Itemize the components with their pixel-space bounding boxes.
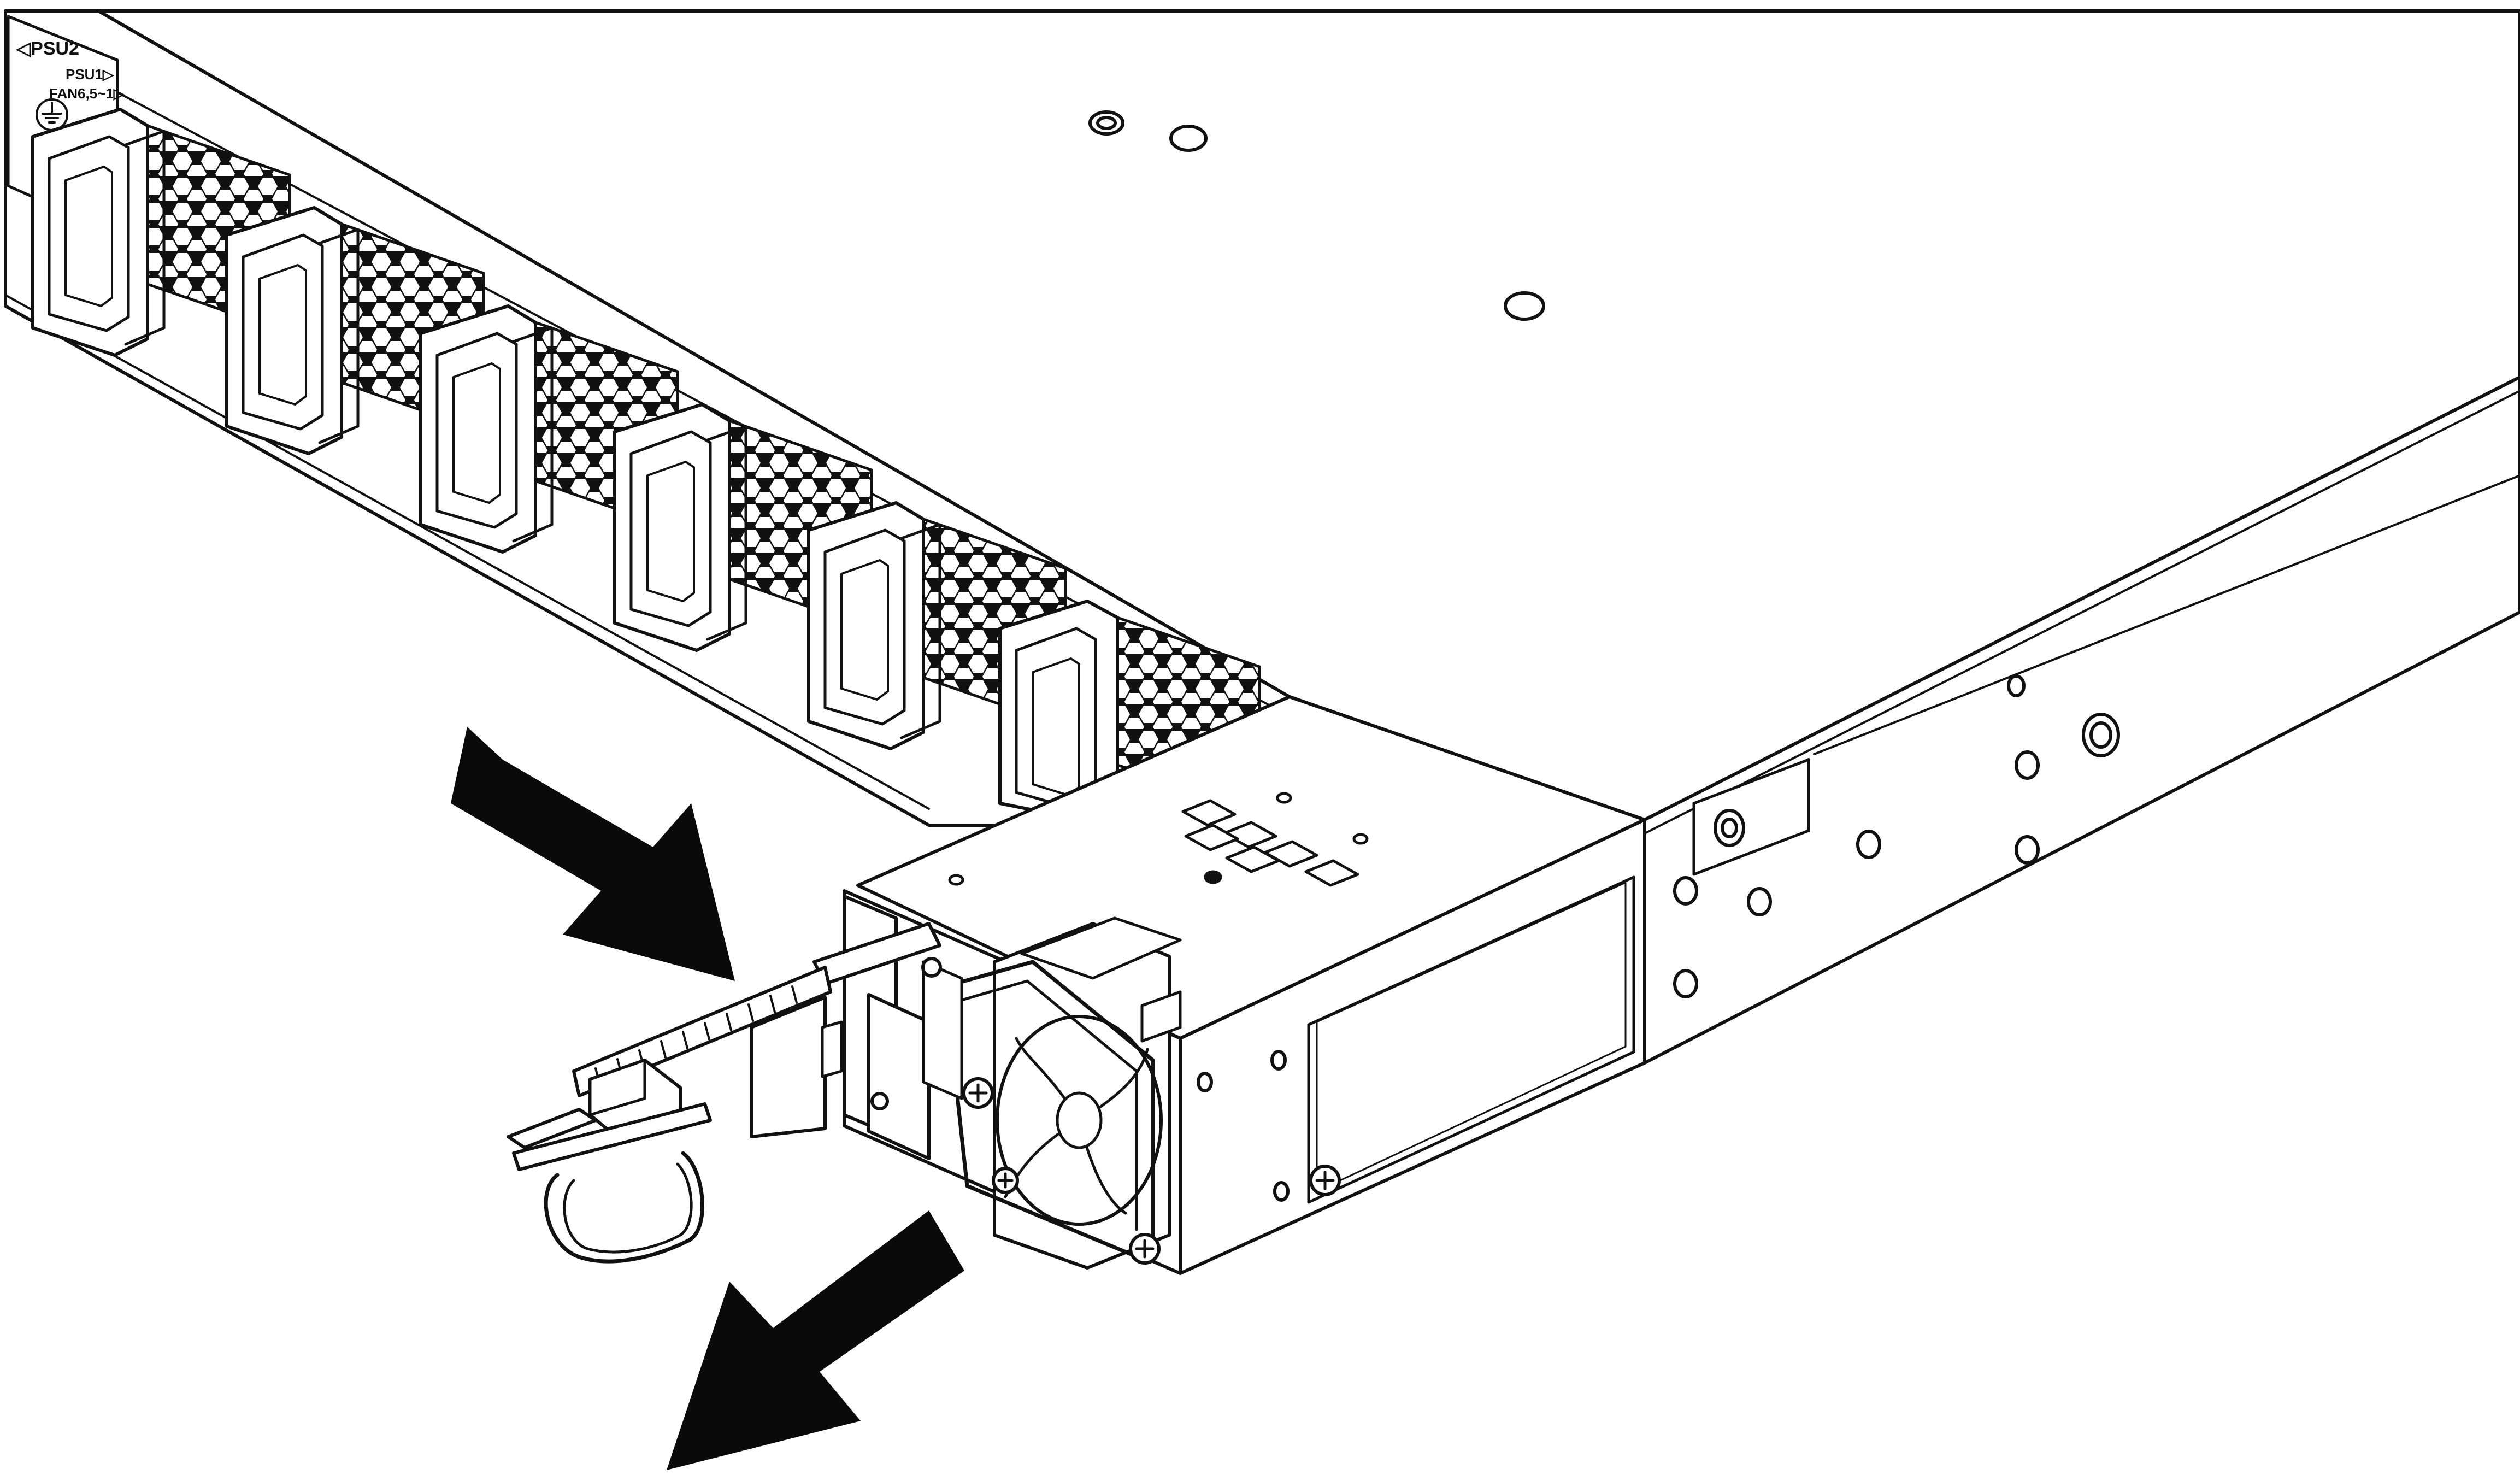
fan-label: FAN6,5~1▷ [49, 85, 125, 102]
psu2-label: ◁PSU2 [15, 38, 79, 59]
phillips-screw-icon [962, 1077, 1341, 1265]
psu-label-recess [1307, 875, 1635, 1204]
side-screw-holes [1673, 674, 2120, 998]
push-arrow [451, 727, 735, 981]
fan-module-1[interactable] [31, 108, 291, 357]
pull-arrow [667, 1210, 964, 1470]
cable-tie-strap[interactable] [507, 922, 941, 1264]
cable-clamp-ring [544, 1151, 704, 1264]
psu-top-vents [948, 792, 1369, 887]
psu1-label: PSU1▷ [66, 66, 114, 83]
top-screw-holes [1088, 110, 1545, 321]
fan-module-5[interactable] [807, 501, 1067, 750]
